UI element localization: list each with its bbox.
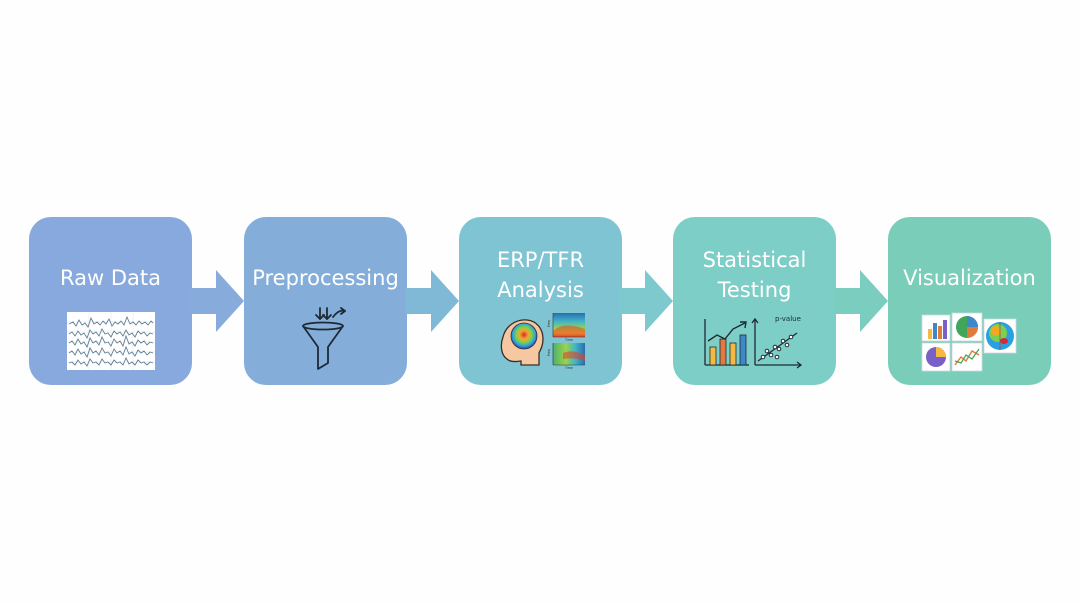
step-visualization: Visualization bbox=[888, 217, 1051, 385]
step-label-line: Analysis bbox=[497, 278, 584, 302]
flow-arrow bbox=[619, 270, 673, 332]
step-label-erp-tfr-analysis: ERP/TFR Analysis bbox=[459, 245, 622, 305]
step-label-raw-data: Raw Data bbox=[60, 266, 161, 290]
funnel-filter-icon bbox=[302, 307, 346, 370]
flow-arrow bbox=[834, 270, 888, 332]
bar-chart-scatter-icon: p-value bbox=[704, 315, 803, 369]
eeg-waveform-icon bbox=[67, 312, 155, 370]
flow-arrow bbox=[190, 270, 244, 332]
step-label-preprocessing: Preprocessing bbox=[252, 266, 399, 290]
step-label-statistical-testing: Statistical Testing bbox=[673, 245, 836, 305]
spectrogram-x-label: Time bbox=[564, 338, 573, 342]
step-label-line: ERP/TFR bbox=[496, 248, 585, 272]
flow-arrow bbox=[405, 270, 459, 332]
spectrogram-y-label: Freq bbox=[547, 349, 551, 356]
step-preprocessing: Preprocessing bbox=[244, 217, 407, 385]
brain-topography-spectrogram-icon: Time Freq Time Freq bbox=[500, 313, 585, 370]
step-label-line: Statistical bbox=[702, 248, 807, 272]
charts-collage-icon bbox=[921, 312, 1017, 372]
step-erp-tfr-analysis: ERP/TFR Analysis bbox=[459, 217, 622, 385]
step-statistical-testing: Statistical Testing bbox=[673, 217, 836, 385]
step-label-visualization: Visualization bbox=[903, 266, 1036, 290]
spectrogram-y-label: Freq bbox=[547, 320, 551, 327]
p-value-annotation: p-value bbox=[775, 315, 801, 323]
step-raw-data: Raw Data bbox=[29, 217, 192, 385]
step-label-line: Testing bbox=[717, 278, 792, 302]
spectrogram-x-label: Time bbox=[564, 366, 573, 370]
